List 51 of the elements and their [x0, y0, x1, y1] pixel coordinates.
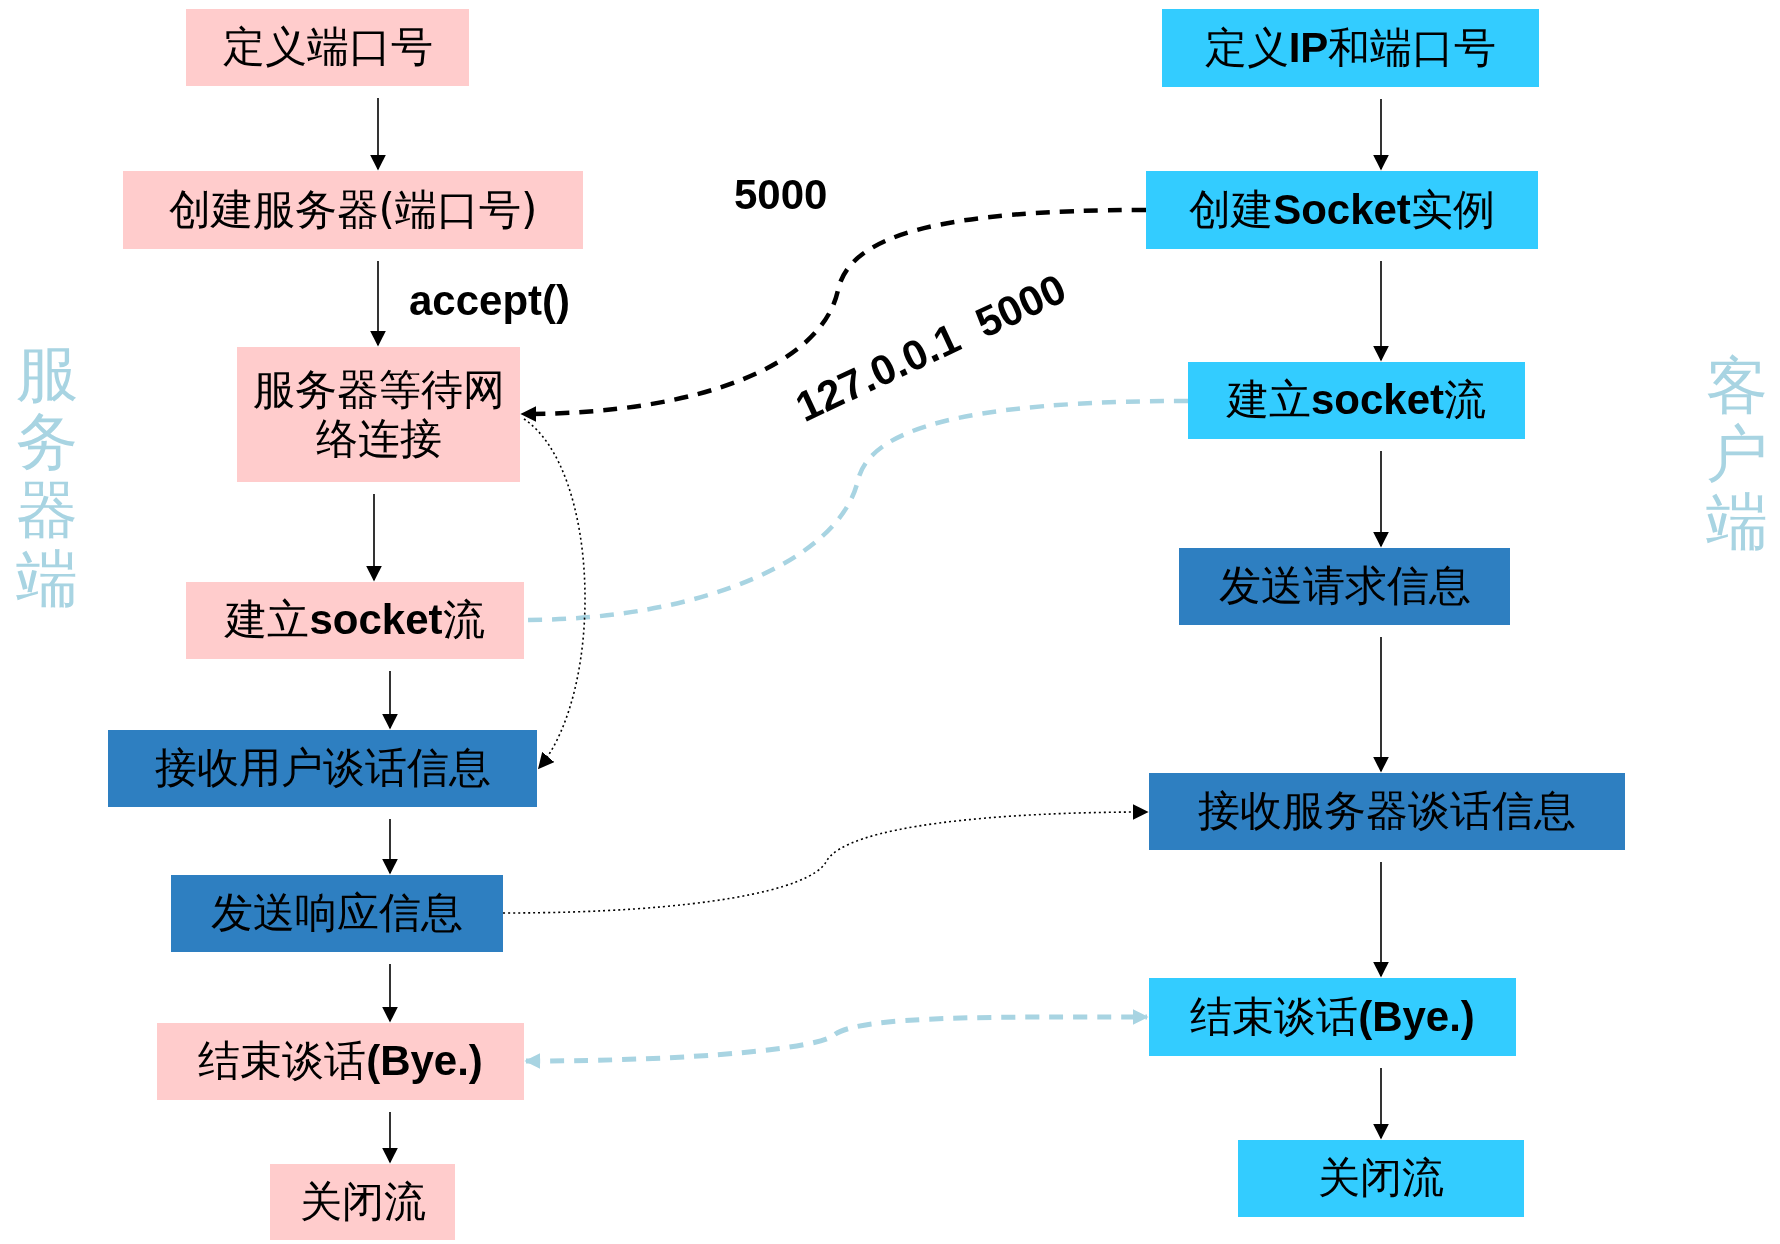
box-label: 创建服务器(端口号): [168, 185, 538, 235]
process-box: [108, 730, 537, 807]
arrow: [1373, 861, 1389, 978]
box-label: 接收用户谈话信息: [154, 744, 491, 793]
arrow: [523, 418, 586, 770]
process-box: [186, 582, 524, 659]
process-box: [237, 347, 520, 482]
box-label: 创建Socket实例: [1189, 185, 1495, 235]
side-label: 服务器端: [16, 340, 78, 613]
box-label: 接收服务器谈话信息: [1198, 787, 1576, 836]
box-label: 发送响应信息: [211, 889, 463, 938]
port-label: 5000: [734, 172, 828, 219]
process-box: [1238, 1140, 1524, 1217]
arrow: [370, 260, 386, 347]
process-box: [171, 875, 503, 952]
arrow: [524, 1009, 1149, 1069]
process-box: [123, 171, 583, 249]
box-label: 发送请求信息: [1218, 562, 1471, 611]
arrow: [520, 207, 1147, 422]
box-label: 定义端口号: [222, 23, 433, 72]
box-label: 定义IP和端口号: [1204, 23, 1497, 73]
box-label: 建立socket流: [225, 596, 485, 645]
arrow: [382, 963, 398, 1023]
arrow: [1373, 260, 1389, 362]
arrow: [382, 818, 398, 875]
arrow: [1373, 98, 1389, 171]
arrow: [1373, 1067, 1389, 1140]
side-label: 客户端: [1706, 352, 1768, 557]
process-box: [1179, 548, 1510, 625]
box-label: 建立socket流: [1226, 376, 1487, 425]
method-label: accept(): [409, 278, 571, 325]
arrow: [366, 493, 382, 582]
box-label: 结束谈话(Bye.): [1190, 992, 1475, 1042]
arrow: [1373, 450, 1389, 548]
process-box: [186, 9, 469, 86]
process-box: [1162, 9, 1539, 87]
process-box: [1149, 978, 1516, 1056]
process-box: [270, 1164, 455, 1240]
box-label: 结束谈话(Bye.): [198, 1037, 483, 1086]
arrow: [382, 670, 398, 730]
arrow: [502, 804, 1149, 914]
box-label: 服务器等待网络连接: [251, 366, 506, 463]
process-box: [1188, 362, 1525, 439]
arrow: [1373, 636, 1389, 773]
process-box: [157, 1023, 524, 1100]
box-label: 关闭流: [299, 1177, 426, 1227]
process-box: [1146, 171, 1538, 249]
arrow: [370, 97, 386, 171]
box-label: 关闭流: [1318, 1154, 1444, 1203]
process-box: [1149, 773, 1625, 850]
arrow: [382, 1111, 398, 1164]
